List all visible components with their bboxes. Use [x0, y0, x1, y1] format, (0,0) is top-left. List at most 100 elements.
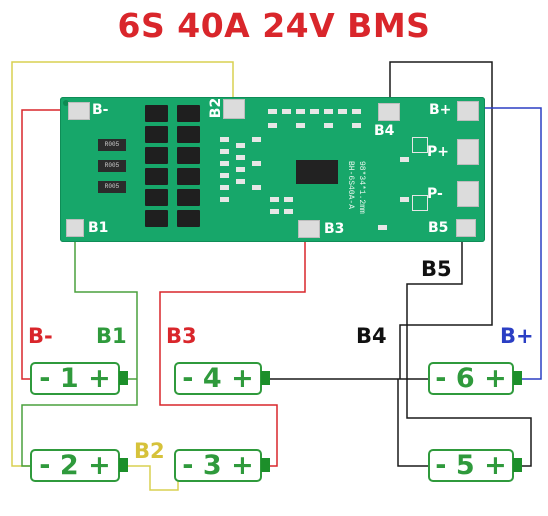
pad-b4: [378, 103, 400, 121]
mosfet: [177, 210, 200, 227]
smd-component: [220, 137, 229, 142]
smd-component: [352, 109, 361, 114]
pad-label-p-minus: P-: [427, 186, 443, 202]
wire-b2-link: [118, 465, 179, 491]
protection-ic: [296, 160, 338, 184]
smd-component: [220, 161, 229, 166]
cell-3: - 3 +: [174, 449, 262, 482]
wire-label-b5: B5: [421, 257, 452, 281]
wire-label-b1: B1: [96, 324, 127, 348]
smd-component: [252, 161, 261, 166]
mosfet: [177, 189, 200, 206]
smd-component: [400, 157, 409, 162]
smd-component: [236, 155, 245, 160]
wire-b1: [21, 232, 138, 467]
mosfet: [177, 105, 200, 122]
smd-component: [270, 197, 279, 202]
wire-b3: [159, 230, 306, 467]
smd-component: [236, 167, 245, 172]
pad-b2: [223, 99, 245, 119]
wire-b4: [389, 61, 493, 379]
transistor: [412, 137, 428, 153]
pad-label-b3: B3: [324, 221, 345, 237]
smd-component: [284, 209, 293, 214]
smd-component: [236, 179, 245, 184]
cell-4: - 4 +: [174, 362, 262, 395]
cell-2: - 2 +: [30, 449, 120, 482]
pad-label-b-minus: B-: [92, 102, 109, 118]
smd-component: [220, 149, 229, 154]
shunt-resistor: R005: [98, 160, 126, 172]
pad-label-b-plus: B+: [429, 102, 452, 118]
pad-label-b5: B5: [428, 220, 449, 236]
mosfet: [145, 210, 168, 227]
mosfet: [145, 147, 168, 164]
smd-component: [284, 197, 293, 202]
smd-component: [310, 109, 319, 114]
wire-label-b2: B2: [134, 439, 165, 463]
smd-component: [296, 123, 305, 128]
smd-component: [282, 109, 291, 114]
smd-component: [324, 123, 333, 128]
pad-b1: [66, 219, 84, 237]
cell-3-terminal: [261, 458, 270, 472]
cell-6: - 6 +: [428, 362, 514, 395]
transistor: [412, 195, 428, 211]
smd-component: [378, 225, 387, 230]
pad-label-b4: B4: [374, 123, 395, 139]
smd-component: [296, 109, 305, 114]
mosfet: [177, 147, 200, 164]
smd-component: [252, 137, 261, 142]
smd-component: [220, 173, 229, 178]
wire-b5: [406, 230, 532, 467]
wire-label-b-minus: B-: [28, 324, 53, 348]
pad-b5: [456, 219, 476, 237]
mosfet: [177, 126, 200, 143]
cell-5: - 5 +: [428, 449, 514, 482]
pad-label-b2: B2: [208, 97, 225, 119]
smd-component: [324, 109, 333, 114]
smd-component: [400, 197, 409, 202]
diagram-title: 6S 40A 24V BMS: [117, 6, 431, 45]
pad-b3: [298, 220, 320, 238]
smd-component: [352, 123, 361, 128]
pad-p-plus: [457, 139, 479, 165]
cell-4-terminal: [261, 371, 270, 385]
bms-board: B- B1 B2 B3 B4 B5 B+ P+ P- R005 R005: [60, 97, 485, 242]
silk-board-size: 98*34*1.2mm: [357, 161, 366, 214]
smd-component: [220, 185, 229, 190]
wire-label-b3: B3: [166, 324, 197, 348]
wire-label-b4: B4: [356, 324, 387, 348]
wire-b-plus: [470, 107, 542, 380]
smd-component: [220, 197, 229, 202]
smd-component: [270, 209, 279, 214]
mosfet: [145, 168, 168, 185]
cell-2-terminal: [119, 458, 128, 472]
smd-component: [338, 109, 347, 114]
smd-component: [268, 109, 277, 114]
shunt-resistor: R005: [98, 139, 126, 151]
smd-component: [268, 123, 277, 128]
smd-component: [236, 143, 245, 148]
cell-1: - 1 +: [30, 362, 120, 395]
smd-component: [252, 185, 261, 190]
pad-b-plus: [457, 101, 479, 121]
cell-1-terminal: [119, 371, 128, 385]
cell-5-terminal: [513, 458, 522, 472]
mosfet: [177, 168, 200, 185]
pad-label-b1: B1: [88, 220, 109, 236]
mosfet: [145, 189, 168, 206]
wire-b-minus: [21, 109, 75, 380]
silk-board-model: BH-6S40A-A: [346, 161, 355, 210]
mosfet: [145, 105, 168, 122]
cell-6-terminal: [513, 371, 522, 385]
wire-cell5-neg: [397, 379, 428, 467]
mosfet: [145, 126, 168, 143]
wire-b2: [11, 61, 234, 467]
pad-p-minus: [457, 181, 479, 207]
pad-label-p-plus: P+: [427, 144, 449, 160]
wire-label-b-plus: B+: [500, 324, 534, 348]
pad-b-minus: [68, 102, 90, 120]
